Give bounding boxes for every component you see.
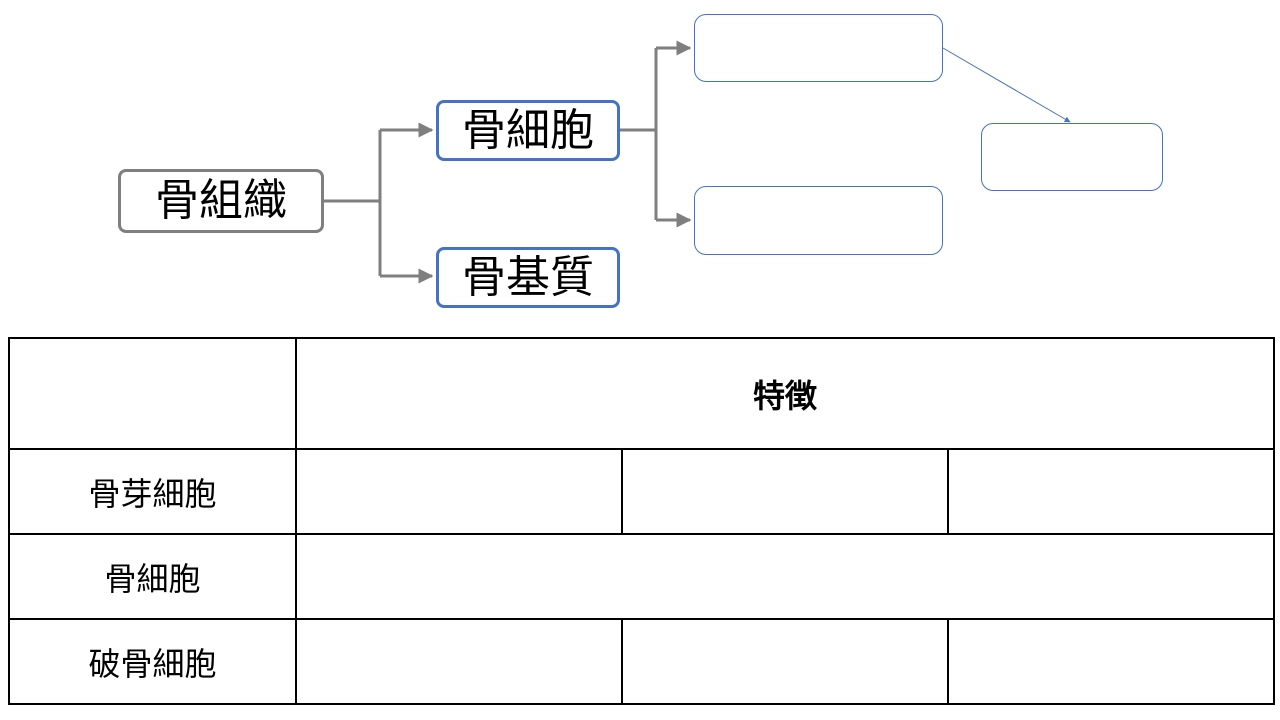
table-row: 骨細胞 — [8, 533, 1276, 620]
table-cell — [295, 618, 623, 705]
table-cell — [294, 533, 1276, 620]
branch-node-osteocyte: 骨細胞 — [436, 100, 620, 161]
table-cell — [295, 448, 623, 535]
osteocyte-connector — [620, 40, 692, 228]
root-node-bone-tissue: 骨組織 — [118, 169, 324, 233]
blank-answer-box — [694, 14, 943, 82]
blank-box-connector — [942, 47, 1071, 123]
branch-node-bone-matrix: 骨基質 — [436, 247, 620, 308]
table-cell — [946, 448, 1276, 535]
table-header-row: 特徴 — [8, 337, 1276, 450]
row-label-osteoblast: 骨芽細胞 — [8, 448, 297, 535]
diagram-connectors — [324, 40, 1071, 284]
row-label-osteocyte: 骨細胞 — [8, 533, 297, 620]
table-cell — [946, 618, 1276, 705]
blank-answer-box — [694, 186, 943, 255]
table-row: 骨芽細胞 — [8, 448, 1276, 535]
blank-answer-box — [981, 123, 1163, 191]
table-row: 破骨細胞 — [8, 618, 1276, 705]
root-connector — [324, 122, 434, 284]
bone-tissue-diagram: 骨組織 骨細胞 骨基質 — [0, 0, 1280, 330]
table-header-features: 特徴 — [294, 337, 1276, 450]
feature-table: 特徴 骨芽細胞 骨細胞 破骨細胞 — [8, 337, 1276, 705]
table-cell — [621, 618, 949, 705]
table-corner-cell — [8, 337, 297, 450]
row-label-osteoclast: 破骨細胞 — [8, 618, 297, 705]
table-cell — [621, 448, 949, 535]
